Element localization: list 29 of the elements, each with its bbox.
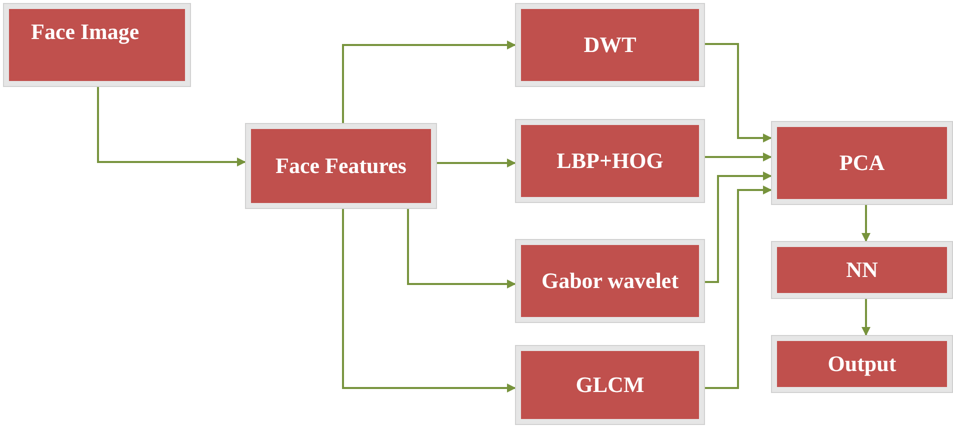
- process-box: [772, 122, 952, 204]
- arrow: [704, 152, 772, 162]
- arrow: [436, 158, 516, 168]
- box-label: Face Features: [274, 153, 408, 179]
- box-label: GLCM: [574, 372, 646, 398]
- box-label: LBP+HOG: [556, 148, 664, 174]
- arrow: [862, 298, 870, 336]
- process-box: [516, 120, 704, 202]
- box-label: NN: [845, 257, 879, 283]
- process-box: [516, 4, 704, 86]
- arrow: [97, 86, 246, 166]
- box-label: Face Image: [30, 19, 140, 44]
- arrow: [704, 172, 772, 283]
- box-label: Gabor wavelet: [540, 268, 680, 294]
- process-box: [772, 242, 952, 298]
- arrow: [862, 204, 870, 242]
- process-box: [246, 124, 436, 208]
- arrow: [342, 40, 516, 124]
- arrow: [342, 208, 516, 392]
- box-label: DWT: [582, 32, 638, 58]
- process-box: [516, 346, 704, 424]
- arrow: [407, 208, 516, 288]
- arrow: [704, 186, 772, 389]
- process-box: [772, 336, 952, 392]
- box-label: PCA: [838, 150, 886, 176]
- arrow: [704, 43, 772, 142]
- process-box: [4, 4, 190, 86]
- process-box: [516, 240, 704, 322]
- box-label: Output: [826, 351, 898, 377]
